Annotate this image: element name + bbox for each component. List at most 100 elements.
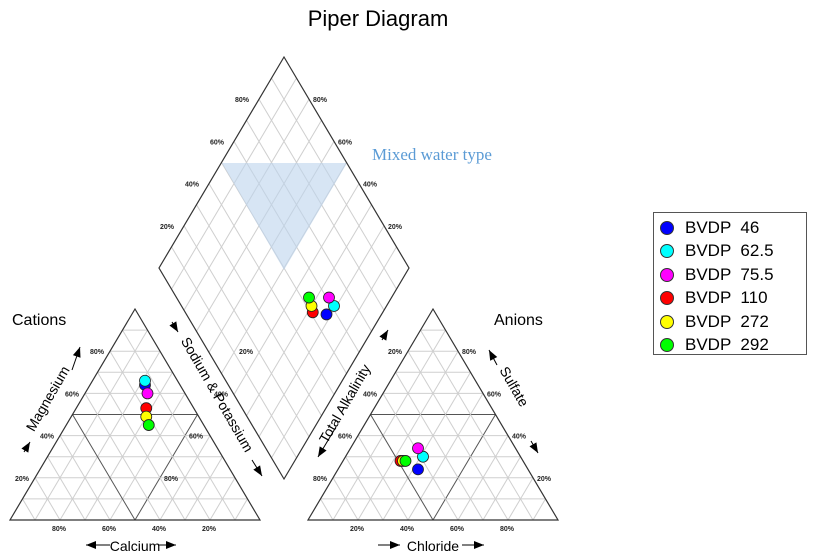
cation-ca-tick: 60% xyxy=(102,526,117,533)
cation-triangle-gridline xyxy=(47,456,86,521)
diamond-point xyxy=(303,291,315,304)
cation-triangle-gridline xyxy=(84,393,161,521)
chloride-dash-head xyxy=(390,541,400,549)
diamond-right-tick: 20% xyxy=(388,224,403,231)
chloride-axis-label: Chloride xyxy=(407,538,459,554)
anion-triangle-outline xyxy=(306,307,560,521)
cation-triangle-gridline xyxy=(72,414,136,521)
tick-labels: 20% 40% 60% 80% 20% 40% 60% 80% 20% 40% 60% 80% 20% 4… xyxy=(15,97,552,533)
anion-triangle-gridline xyxy=(370,414,434,521)
legend-marker xyxy=(660,220,674,235)
mixed-water-annotation: Mixed water type xyxy=(372,145,492,164)
diamond-left-tick: 40% xyxy=(185,182,200,189)
anion-point xyxy=(412,463,424,476)
legend-marker xyxy=(660,314,674,329)
legend-label: BVDP 292 xyxy=(685,335,769,355)
legend-marker xyxy=(660,338,674,353)
anion-triangle-gridline xyxy=(320,498,334,521)
anion-cl-tick: 20% xyxy=(350,526,365,533)
cation-triangle-gridline xyxy=(59,435,111,521)
magnesium-arrow-head xyxy=(72,347,81,358)
anion-point xyxy=(399,455,412,467)
anion-alk-tick: 80% xyxy=(313,476,328,483)
anion-point xyxy=(412,442,424,455)
alkalinity-arrow-head xyxy=(318,446,327,457)
cations-label: Cations xyxy=(12,312,66,329)
legend-item: BVDP 46 xyxy=(654,216,806,240)
cation-mg-tick: 20% xyxy=(15,476,30,483)
legend-marker xyxy=(660,267,674,282)
chloride-arrow-head xyxy=(474,541,484,549)
diamond-point xyxy=(320,308,333,321)
magnesium-axis-label: Magnesium xyxy=(23,363,73,434)
outline-layer xyxy=(8,55,560,521)
mixed-water-region xyxy=(222,163,347,270)
cation-mg-tick: 40% xyxy=(40,434,55,441)
diamond-left-tick: 60% xyxy=(210,139,225,146)
cation-point xyxy=(141,387,154,400)
sulfate-dash-head xyxy=(529,442,538,453)
axis-arrows xyxy=(21,321,539,549)
calcium-arrow-head xyxy=(86,541,96,549)
anion-alk-tick: 20% xyxy=(388,349,403,356)
anion-triangle-gridline xyxy=(482,456,521,521)
legend-item: BVDP 110 xyxy=(654,287,806,311)
anion-triangle-gridline xyxy=(382,372,471,521)
cation-nak-tick: 80% xyxy=(164,476,179,483)
cation-nak-tick: 20% xyxy=(239,349,254,356)
anion-cl-tick: 40% xyxy=(400,526,415,533)
cation-triangle-gridline xyxy=(134,414,198,521)
anion-so4-tick: 60% xyxy=(487,391,502,398)
anion-so4-tick: 40% xyxy=(512,434,527,441)
legend-label: BVDP 62.5 xyxy=(685,241,774,261)
sodium-dash-head xyxy=(169,321,178,332)
anion-triangle-gridline xyxy=(432,414,496,521)
cation-triangle-gridline xyxy=(184,456,223,521)
anion-cl-tick: 60% xyxy=(450,526,465,533)
cation-triangle-gridline xyxy=(122,329,236,521)
anion-cl-tick: 80% xyxy=(500,526,515,533)
legend-label: BVDP 46 xyxy=(685,217,760,237)
sulfate-arrow-head xyxy=(489,350,498,361)
anions-label: Anions xyxy=(494,312,543,329)
diamond-right-tick: 60% xyxy=(338,139,353,146)
diamond-outline xyxy=(158,55,410,481)
anion-so4-tick: 80% xyxy=(462,349,477,356)
cation-triangle-outline xyxy=(8,307,262,521)
legend-item: BVDP 62.5 xyxy=(654,240,806,264)
calcium-axis-label: Calcium xyxy=(110,538,161,554)
anion-triangle-gridline xyxy=(345,456,384,521)
anion-triangle-gridline xyxy=(332,477,359,521)
diamond-right-tick: 80% xyxy=(313,97,328,104)
cation-mg-tick: 80% xyxy=(90,349,105,356)
legend-marker xyxy=(660,291,674,306)
cation-triangle-gridline xyxy=(84,372,173,521)
chart-title: Piper Diagram xyxy=(308,6,449,31)
alkalinity-dash-head xyxy=(379,330,388,341)
anion-alk-tick: 40% xyxy=(363,391,378,398)
legend-item: BVDP 75.5 xyxy=(654,263,806,287)
cation-triangle-gridline xyxy=(34,329,148,521)
anion-triangle-gridline xyxy=(357,435,409,521)
cation-nak-tick: 40% xyxy=(214,391,229,398)
cation-point xyxy=(142,419,155,431)
legend-label: BVDP 75.5 xyxy=(685,264,774,284)
cation-ca-tick: 20% xyxy=(202,526,217,533)
legend-label: BVDP 110 xyxy=(685,288,768,308)
diamond-point xyxy=(323,291,335,304)
cation-triangle-gridline xyxy=(109,350,211,521)
legend-item: BVDP 292 xyxy=(654,334,806,358)
cation-point xyxy=(139,374,151,387)
legend-item: BVDP 272 xyxy=(654,310,806,334)
cation-triangle-gridline xyxy=(34,477,61,521)
cation-mg-tick: 60% xyxy=(65,391,80,398)
anion-triangle-gridline xyxy=(420,329,534,521)
diamond-left-tick: 20% xyxy=(160,224,175,231)
anion-triangle-gridline xyxy=(407,350,509,521)
sulfate-axis-label: Sulfate xyxy=(497,364,533,410)
cation-nak-tick: 60% xyxy=(189,434,204,441)
diamond-left-tick: 80% xyxy=(235,97,250,104)
legend-marker xyxy=(660,244,674,259)
anion-triangle-gridline xyxy=(395,372,484,521)
anion-so4-tick: 20% xyxy=(537,476,552,483)
